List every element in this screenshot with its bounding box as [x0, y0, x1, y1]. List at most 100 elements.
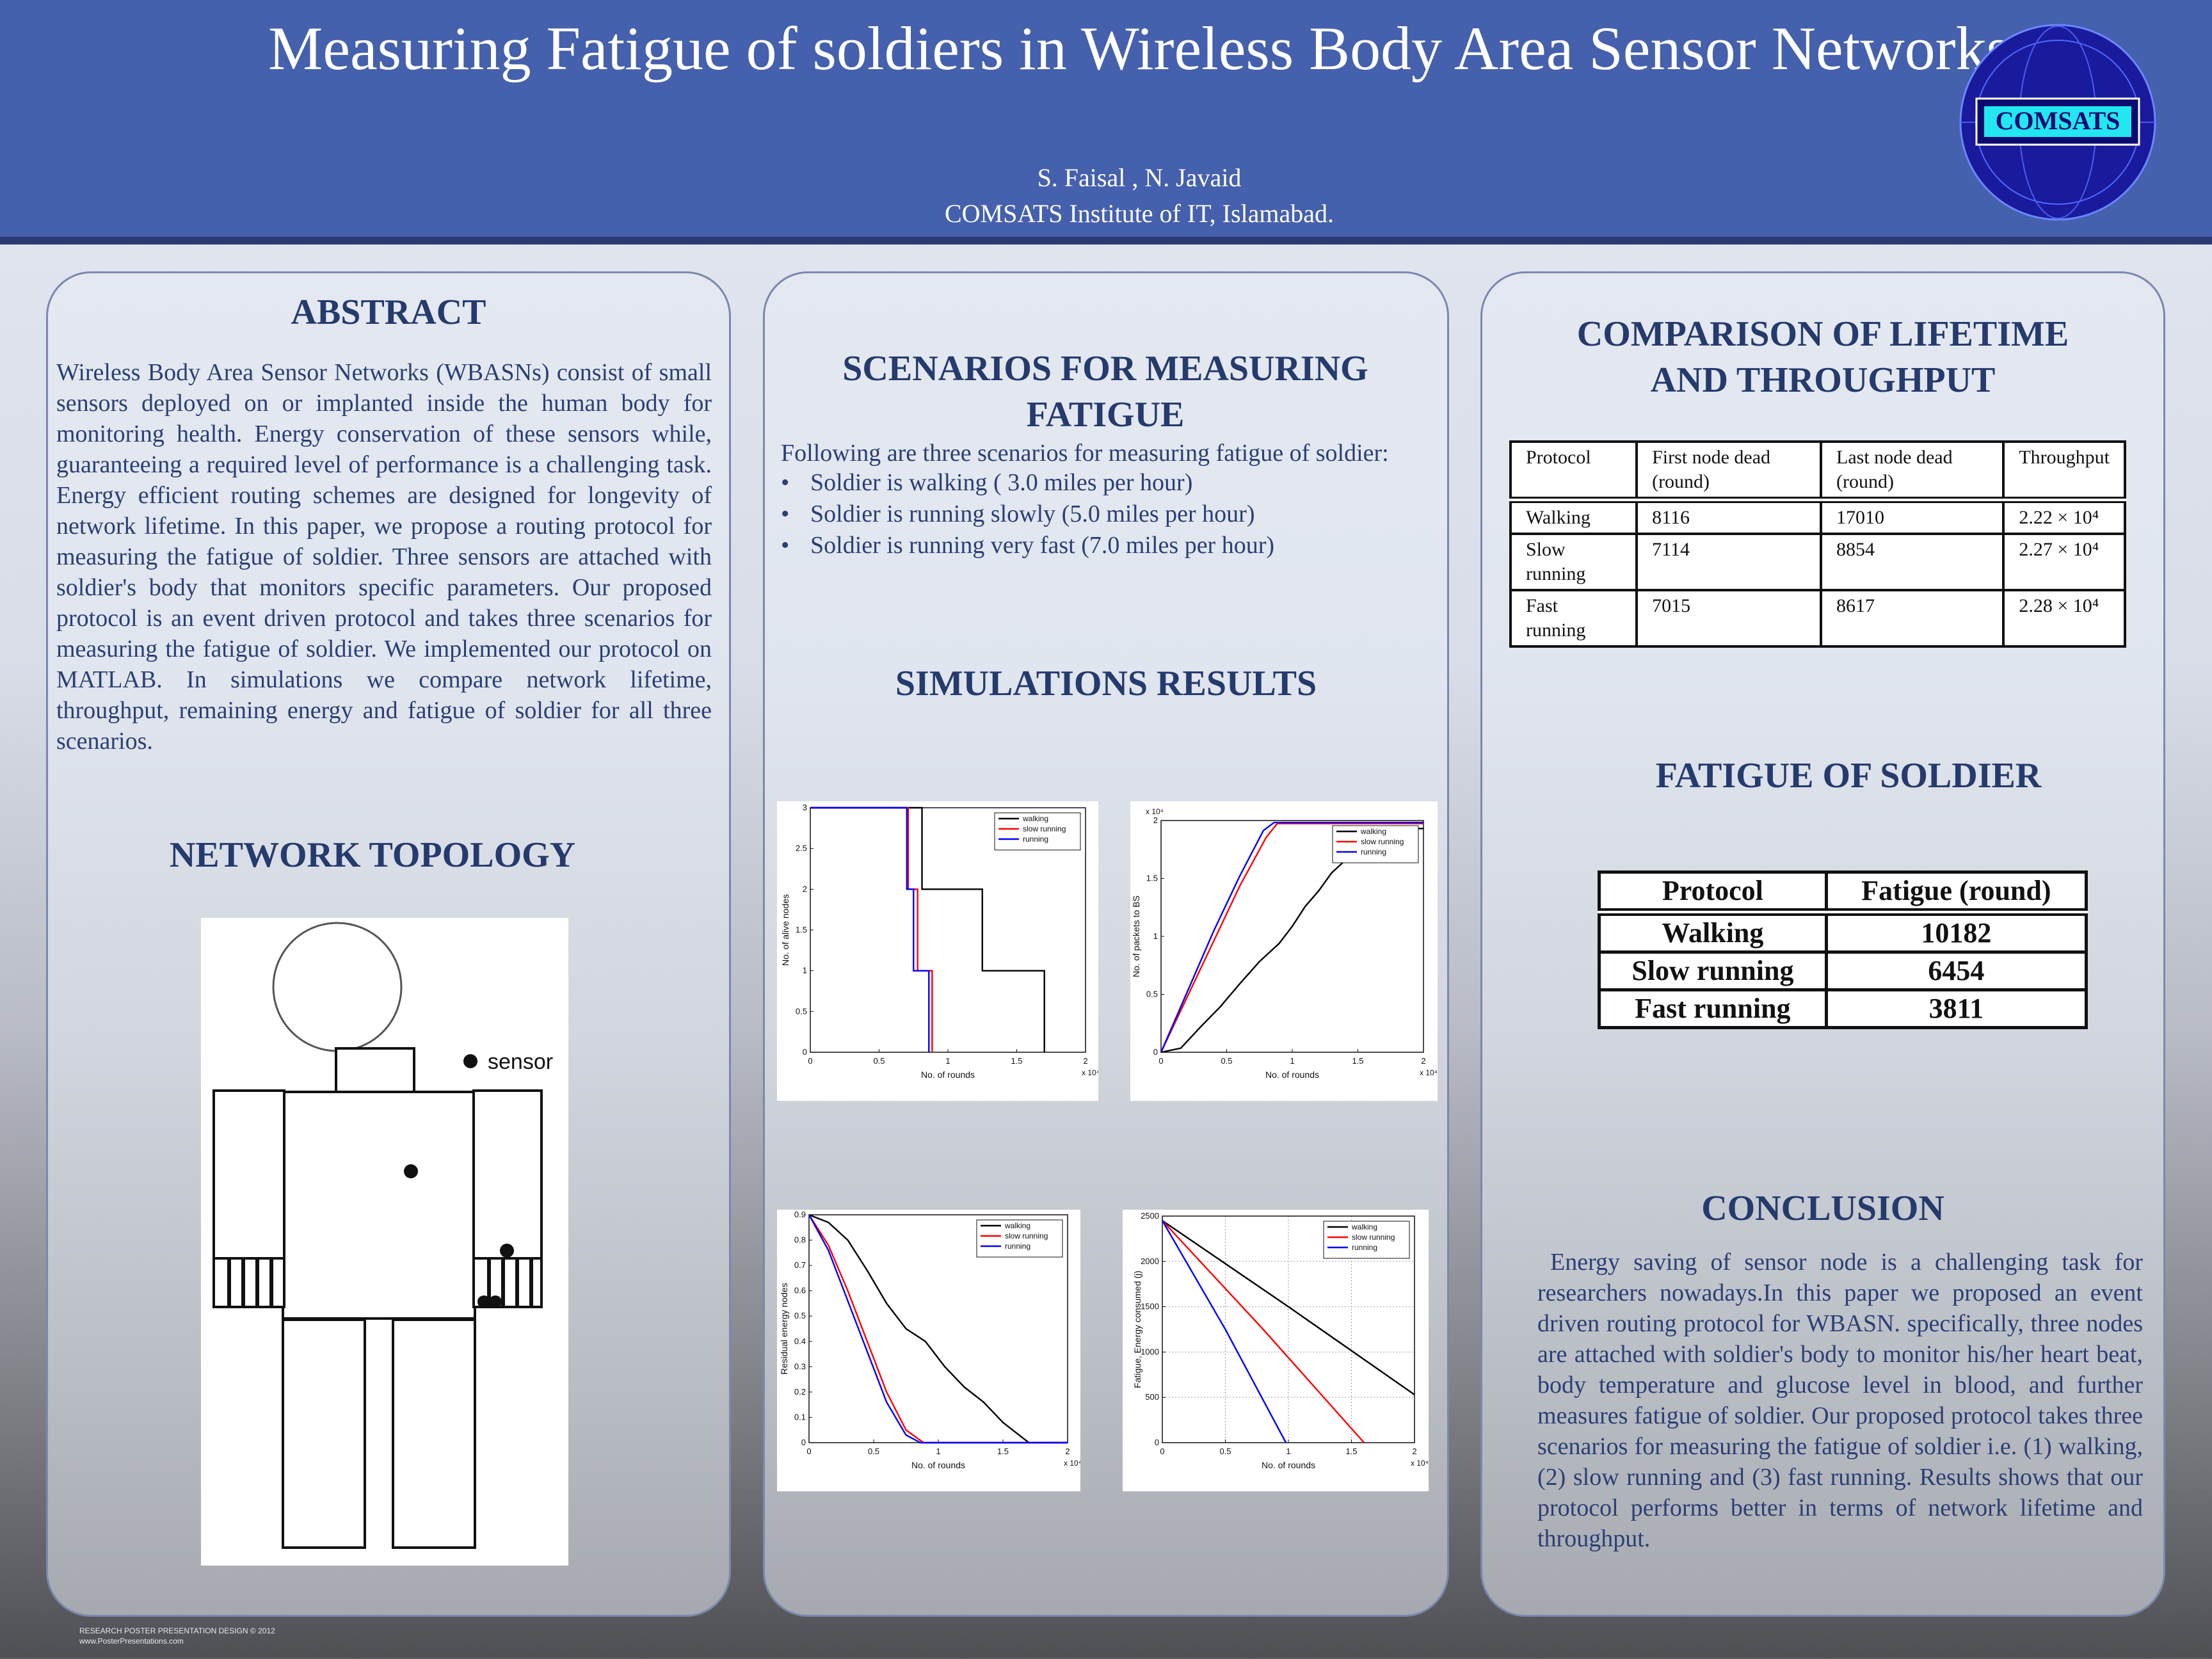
- conclusion-text: Energy saving of sensor node is a challe…: [1537, 1249, 2143, 1552]
- lifetime-throughput-table: Protocol First node dead (round) Last no…: [1509, 440, 2126, 648]
- y-tick-label: 2.5: [796, 844, 807, 853]
- legend-entry: walking: [1360, 827, 1386, 836]
- y-axis-label: No. of alive nodes: [780, 894, 790, 966]
- x-multiplier-label: x 10⁴: [1082, 1068, 1098, 1077]
- svg-text:COMSATS: COMSATS: [1996, 106, 2120, 135]
- x-tick-label: 1: [1286, 1447, 1290, 1456]
- table-header-row: Protocol First node dead (round) Last no…: [1509, 440, 2126, 503]
- list-item: Soldier is walking ( 3.0 miles per hour): [781, 467, 1434, 499]
- author-block: S. Faisal , N. Javaid COMSATS Institute …: [627, 160, 1651, 232]
- x-tick-label: 0.5: [868, 1447, 879, 1456]
- legend-entry: walking: [1004, 1221, 1030, 1230]
- table-header-cell: Throughput: [2002, 440, 2126, 503]
- y-tick-label: 0.5: [796, 1006, 807, 1016]
- series-line: [1160, 821, 1423, 1053]
- footer-site-link[interactable]: www.PosterPresentations.com: [79, 1637, 184, 1646]
- left-leg-shape: [282, 1318, 366, 1549]
- legend-entry: slow running: [1352, 1233, 1395, 1242]
- right-arm-shape: [472, 1089, 543, 1260]
- legend-entry: running: [1023, 835, 1048, 844]
- x-tick-label: 1.5: [1345, 1447, 1357, 1456]
- table-row: Fast running 7015 8617 2.28 × 10⁴: [1509, 589, 2126, 648]
- x-tick-label: 1: [945, 1056, 950, 1066]
- table-row: Walking 8116 17010 2.22 × 10⁴: [1509, 499, 2126, 535]
- legend-entry: running: [1361, 847, 1386, 856]
- legend-entry: walking: [1351, 1222, 1377, 1231]
- topology-heading: NETWORK TOPOLOGY: [169, 835, 576, 875]
- series-line: [1162, 1220, 1365, 1443]
- series-line: [810, 806, 930, 1052]
- conclusion-heading: CONCLUSION: [1701, 1189, 1944, 1228]
- head-shape: [272, 922, 403, 1052]
- sensor-hand-icon: [489, 1295, 502, 1308]
- series-line: [808, 1214, 1068, 1444]
- y-tick-label: 0: [1153, 1047, 1158, 1057]
- y-tick-label: 0.7: [794, 1260, 806, 1270]
- y-tick-label: 1000: [1141, 1347, 1159, 1356]
- x-tick-label: 1: [1290, 1056, 1294, 1066]
- template-note: RESEARCH POSTER PRESENTATION DESIGN © 20…: [79, 1626, 275, 1635]
- x-tick-label: 0: [808, 1056, 812, 1066]
- table-cell: Slow running: [1509, 533, 1639, 591]
- abstract-text: Wireless Body Area Sensor Networks (WBAS…: [56, 359, 712, 755]
- x-tick-label: 0.5: [873, 1056, 885, 1066]
- x-tick-label: 1.5: [1011, 1056, 1022, 1066]
- y-tick-label: 0.1: [794, 1412, 806, 1422]
- y-tick-label: 1.5: [1146, 874, 1158, 883]
- legend-entry: slow running: [1023, 824, 1066, 833]
- y-tick-label: 0: [1155, 1438, 1159, 1447]
- x-tick-label: 2: [1083, 1056, 1087, 1066]
- y-tick-label: 0.8: [794, 1235, 806, 1245]
- table-cell: 2.28 × 10⁴: [2002, 589, 2126, 648]
- x-tick-label: 2: [1065, 1447, 1070, 1456]
- x-multiplier-label: x 10⁴: [1411, 1459, 1429, 1468]
- y-tick-label: 3: [803, 803, 807, 812]
- table-cell: Fast running: [1598, 988, 1828, 1029]
- y-tick-label: 0.6: [794, 1286, 806, 1295]
- y-tick-label: 500: [1145, 1392, 1159, 1402]
- table-cell: Walking: [1509, 499, 1639, 535]
- table-header-row: Protocol Fatigue (round): [1598, 870, 2088, 916]
- table-cell: 2.27 × 10⁴: [2002, 533, 2126, 591]
- table-cell: 8116: [1635, 499, 1823, 535]
- y-tick-label: 0.5: [794, 1311, 806, 1320]
- y-tick-label: 1: [803, 966, 807, 975]
- y-tick-label: 2500: [1141, 1211, 1159, 1221]
- x-tick-label: 0.5: [1219, 1447, 1231, 1456]
- table-cell: 2.22 × 10⁴: [2002, 499, 2126, 535]
- scenarios-intro: Following are three scenarios for measur…: [781, 440, 1389, 467]
- legend-sensor-icon: [463, 1054, 477, 1068]
- table-header-cell: Protocol: [1509, 440, 1639, 503]
- x-multiplier-label: x 10⁴: [1420, 1068, 1438, 1077]
- comsats-logo-icon: COMSATS: [1959, 24, 2156, 221]
- legend-entry: running: [1352, 1243, 1377, 1252]
- table-cell: 3811: [1824, 988, 2088, 1029]
- x-tick-label: 2: [1421, 1056, 1425, 1066]
- series-line: [1162, 1220, 1415, 1395]
- x-axis-label: No. of rounds: [911, 1460, 965, 1470]
- x-tick-label: 0.5: [1221, 1056, 1232, 1066]
- table-row: Slow running 6454: [1598, 950, 2088, 991]
- right-leg-shape: [392, 1318, 476, 1549]
- x-multiplier-label: x 10⁴: [1064, 1459, 1080, 1468]
- network-topology-diagram: sensor: [201, 918, 568, 1566]
- sensor-legend-label: sensor: [488, 1050, 553, 1074]
- scenarios-list: Soldier is walking ( 3.0 miles per hour)…: [781, 467, 1434, 561]
- y-tick-label: 1.5: [796, 925, 807, 934]
- legend-entry: walking: [1022, 814, 1048, 823]
- x-tick-label: 0: [806, 1447, 811, 1456]
- legend-entry: slow running: [1005, 1231, 1048, 1240]
- y-tick-label: 0.3: [794, 1361, 806, 1371]
- y-tick-label: 2: [1153, 815, 1158, 825]
- y-axis-label: No. of packets to BS: [1131, 895, 1141, 977]
- abstract-heading: ABSTRACT: [291, 293, 486, 332]
- x-tick-label: 0: [1158, 1056, 1163, 1066]
- x-tick-label: 1.5: [997, 1447, 1009, 1456]
- table-header-cell: Protocol: [1598, 870, 1828, 916]
- sensor-chest-icon: [404, 1164, 418, 1178]
- x-tick-label: 0: [1160, 1447, 1164, 1456]
- authors: S. Faisal , N. Javaid: [1037, 163, 1242, 192]
